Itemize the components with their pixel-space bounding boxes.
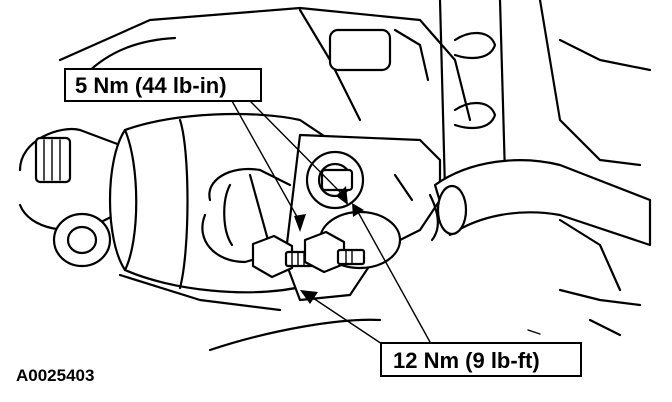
right-elbow-hose: [428, 159, 652, 247]
coiled-line: [201, 167, 292, 264]
right-tubing: [438, 0, 652, 192]
figure-id-label: A0025403: [16, 366, 95, 385]
left-hose-fitting: [18, 127, 127, 268]
torque-callout-12nm: 12 Nm (9 lb-ft): [380, 342, 582, 377]
torque-callout-5nm: 5 Nm (44 lb-in): [64, 68, 262, 102]
upper-bracket: [58, 6, 472, 122]
lower-contours: [118, 218, 642, 352]
leader-lines: [231, 100, 431, 345]
fasteners: [251, 230, 366, 279]
